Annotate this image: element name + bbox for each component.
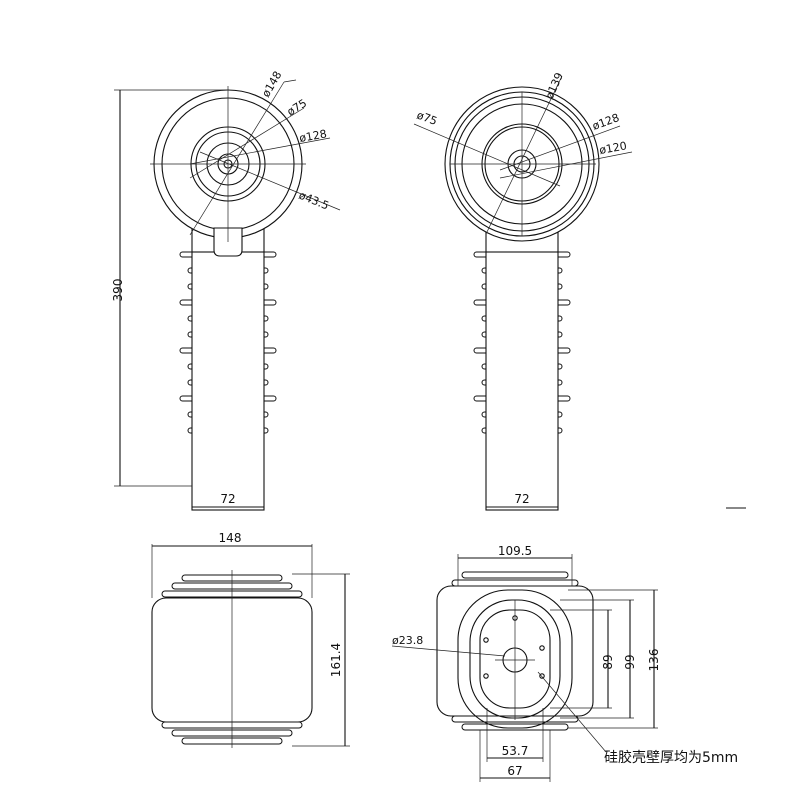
bottom-label-53-7: 53.7 bbox=[502, 744, 529, 758]
dia-label-75: ø75 bbox=[285, 97, 309, 119]
stem-left bbox=[191, 251, 265, 511]
dia-label-43-5: ø43.5 bbox=[297, 189, 331, 213]
racetrack-outer bbox=[457, 589, 573, 729]
bottom-label-67: 67 bbox=[507, 764, 522, 778]
dia-label-120: ø120 bbox=[598, 139, 628, 157]
front-left-view: ø148 ø75 ø128 ø43.5 390 72 bbox=[111, 69, 341, 511]
height-label-390: 390 bbox=[111, 279, 125, 302]
height-label-99: 99 bbox=[623, 654, 637, 669]
width-label-72-right: 72 bbox=[514, 492, 529, 506]
width-label-148: 148 bbox=[219, 531, 242, 545]
stem-right bbox=[485, 251, 559, 511]
top-width-label-109-5: 109.5 bbox=[498, 544, 532, 558]
dia-label-128-right: ø128 bbox=[591, 111, 622, 133]
height-label-161-4: 161.4 bbox=[329, 643, 343, 677]
height-label-89: 89 bbox=[601, 654, 615, 669]
bottom-view: ø23.8 109.5 89 99 136 53.7 67 硅胶壳壁厚均为5mm bbox=[391, 544, 738, 782]
height-label-136: 136 bbox=[647, 649, 661, 672]
hole-label-23-8: ø23.8 bbox=[392, 634, 423, 647]
front-right-view: ø139 ø75 ø128 ø120 72 bbox=[413, 71, 746, 511]
dia-label-148: ø148 bbox=[259, 69, 284, 100]
dia-label-75-right: ø75 bbox=[415, 109, 439, 128]
dia-label-128: ø128 bbox=[298, 127, 328, 145]
dia-label-139: ø139 bbox=[543, 71, 566, 102]
side-view: 148 161.4 bbox=[151, 531, 350, 748]
wall-thickness-note: 硅胶壳壁厚均为5mm bbox=[604, 749, 738, 766]
width-label-72-left: 72 bbox=[220, 492, 235, 506]
